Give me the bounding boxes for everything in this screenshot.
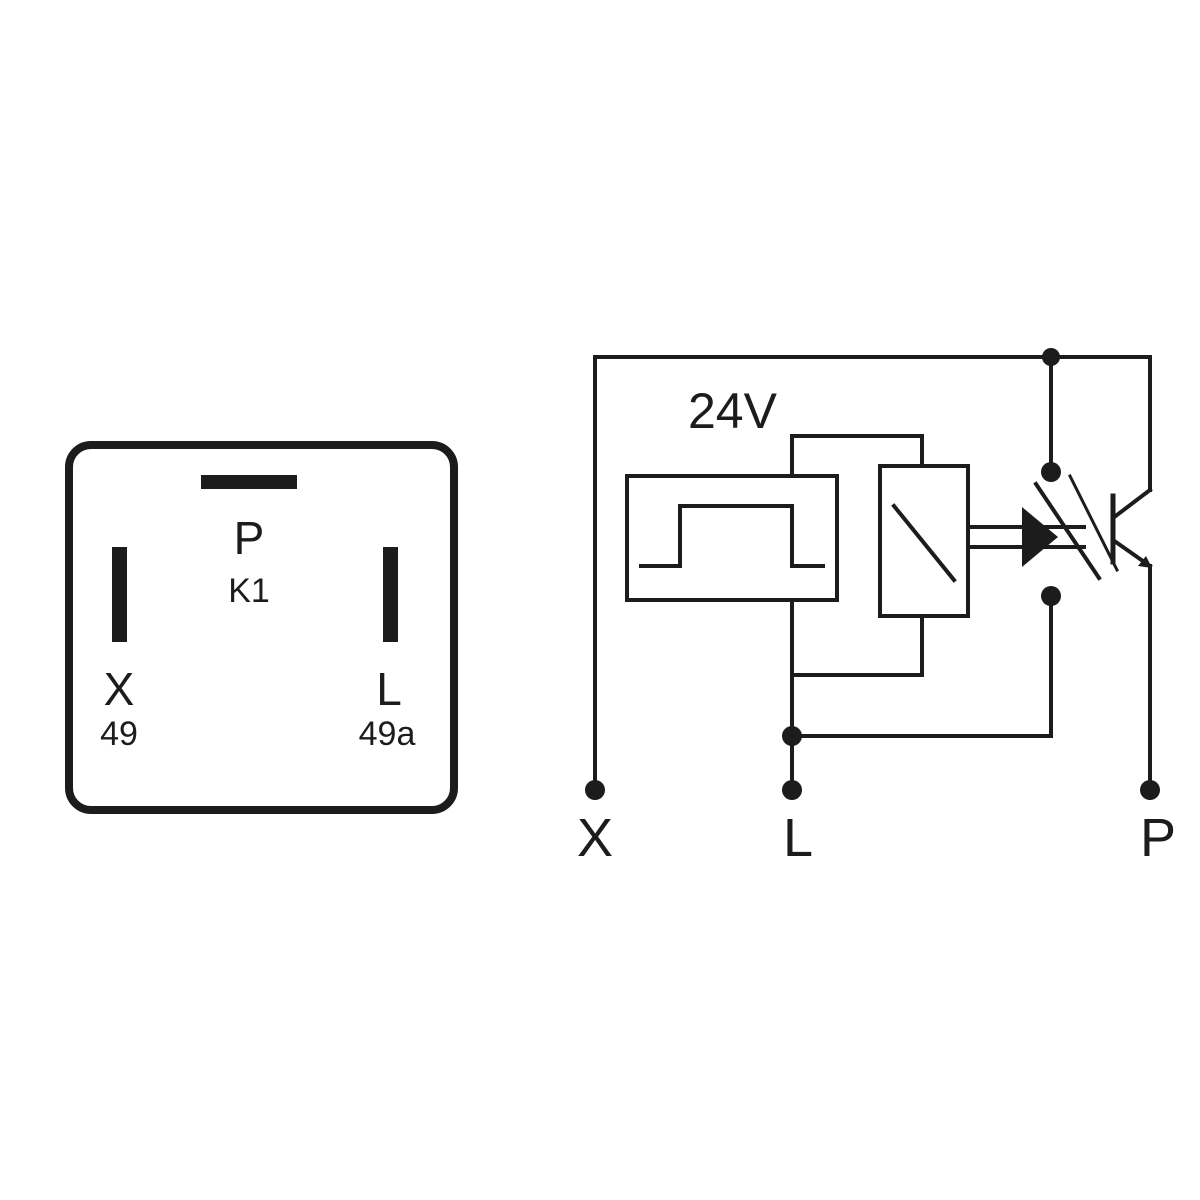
junction-l bbox=[782, 726, 802, 746]
pulse-generator-box bbox=[625, 474, 839, 602]
pin-x-letter: X bbox=[104, 663, 135, 715]
switch-blade bbox=[1033, 481, 1102, 581]
terminal-x-label: X bbox=[577, 808, 613, 868]
pin-l-letter: L bbox=[376, 663, 402, 715]
transistor-collector bbox=[1110, 487, 1153, 521]
connector-housing bbox=[65, 441, 458, 814]
terminal-l-label: L bbox=[783, 808, 813, 868]
circuit-schematic: 24V X L P bbox=[577, 348, 1176, 868]
pin-l-blade bbox=[383, 547, 398, 642]
wire-coil-return bbox=[790, 614, 924, 677]
terminal-x-dot bbox=[585, 780, 605, 800]
relay-coil-winding bbox=[891, 503, 957, 583]
switch-linkage-upper bbox=[1067, 473, 1120, 573]
wire-supply-loop bbox=[790, 434, 924, 478]
connector-pinout: P K1 X 49 L 49a bbox=[65, 441, 458, 814]
supply-voltage-label: 24V bbox=[688, 383, 778, 439]
terminal-l-dot bbox=[782, 780, 802, 800]
pin-x-blade bbox=[112, 547, 127, 642]
wire-x-to-top bbox=[593, 355, 1152, 790]
pin-p-code: K1 bbox=[228, 572, 270, 610]
pin-p-letter: P bbox=[234, 512, 265, 564]
terminal-p-label: P bbox=[1140, 808, 1176, 868]
coupling-arrow bbox=[1022, 507, 1058, 567]
terminal-p-dot bbox=[1140, 780, 1160, 800]
switch-contact-upper bbox=[1041, 462, 1061, 482]
pin-x-code: 49 bbox=[100, 715, 138, 753]
pulse-waveform bbox=[639, 504, 825, 568]
junction-top bbox=[1042, 348, 1060, 366]
pin-l-code: 49a bbox=[359, 715, 416, 753]
pin-p-blade bbox=[201, 475, 297, 489]
switch-contact-lower bbox=[1041, 586, 1061, 606]
